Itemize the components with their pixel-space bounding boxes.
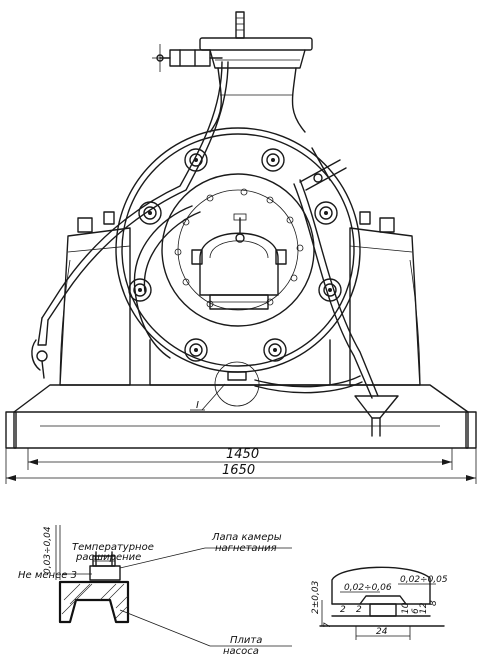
bolt-6 (318, 278, 342, 302)
pump-main-view: I 1450 1650 (5, 11, 477, 484)
dimension-outer-text: 1650 (222, 463, 255, 478)
tol-b: 0,02÷0,05 (400, 575, 448, 585)
drain-cock (31, 317, 49, 379)
dim-right: 8 (429, 600, 439, 606)
base-plate (5, 384, 477, 449)
dim-ten-b: 12 (419, 602, 429, 614)
tolerance-vertical-text: 0,03÷0,04 (43, 526, 53, 574)
dim-ten-a: 10 (401, 602, 411, 614)
detail-marker: I (190, 383, 226, 411)
bolt-7 (184, 338, 208, 362)
detail-left: 0,03÷0,04 Температурное расширение Не ме… (18, 525, 292, 657)
hatched-foot (58, 580, 130, 624)
bolt-1 (184, 148, 208, 172)
dimension-inner-text: 1450 (226, 447, 259, 462)
bolt-5 (128, 278, 152, 302)
label-min: Не менее 3 (18, 570, 77, 581)
air-valve (152, 44, 223, 72)
handle-pipe (299, 147, 347, 191)
label-plate-2: насоса (223, 646, 259, 657)
discharge-neck (209, 67, 306, 133)
bolt-4 (314, 201, 338, 225)
dimension-1450: 1450 (27, 447, 453, 470)
dim-left: 7 (323, 622, 333, 628)
pedestal-left (59, 211, 131, 386)
pedestal-right (349, 211, 421, 386)
top-bolt (235, 11, 245, 39)
label-paw-1: Лапа камеры (211, 532, 282, 543)
pipes (41, 61, 379, 399)
pump-casing (115, 127, 361, 373)
dim-small-b: 2 (356, 605, 362, 615)
drain-funnel (354, 395, 399, 437)
detail-marker-label: I (196, 400, 199, 411)
label-thermal-1: Температурное (72, 542, 154, 553)
dim-small-a: 2 (340, 605, 346, 615)
dimension-1650: 1650 (5, 448, 477, 484)
detail-right: 0,02÷0,06 0,02÷0,05 2±0,03 7 2 2 10 6 12… (311, 566, 448, 640)
label-plate-1: Плита (230, 635, 262, 646)
lower-casing (149, 339, 331, 407)
dim-bottom: 24 (376, 627, 388, 637)
tol-a: 0,02÷0,06 (344, 583, 392, 593)
label-thermal-2: расширение (75, 552, 141, 563)
bearing-housing (191, 213, 287, 310)
discharge-flange (199, 37, 313, 69)
inner-bolts (174, 188, 304, 308)
dim-small-c: 6 (411, 608, 421, 614)
label-paw-2: нагнетания (215, 543, 277, 554)
dim-vert: 2±0,03 (311, 580, 321, 614)
bolt-8 (263, 338, 287, 362)
bolt-2 (261, 148, 285, 172)
casing-bolts (128, 148, 342, 362)
